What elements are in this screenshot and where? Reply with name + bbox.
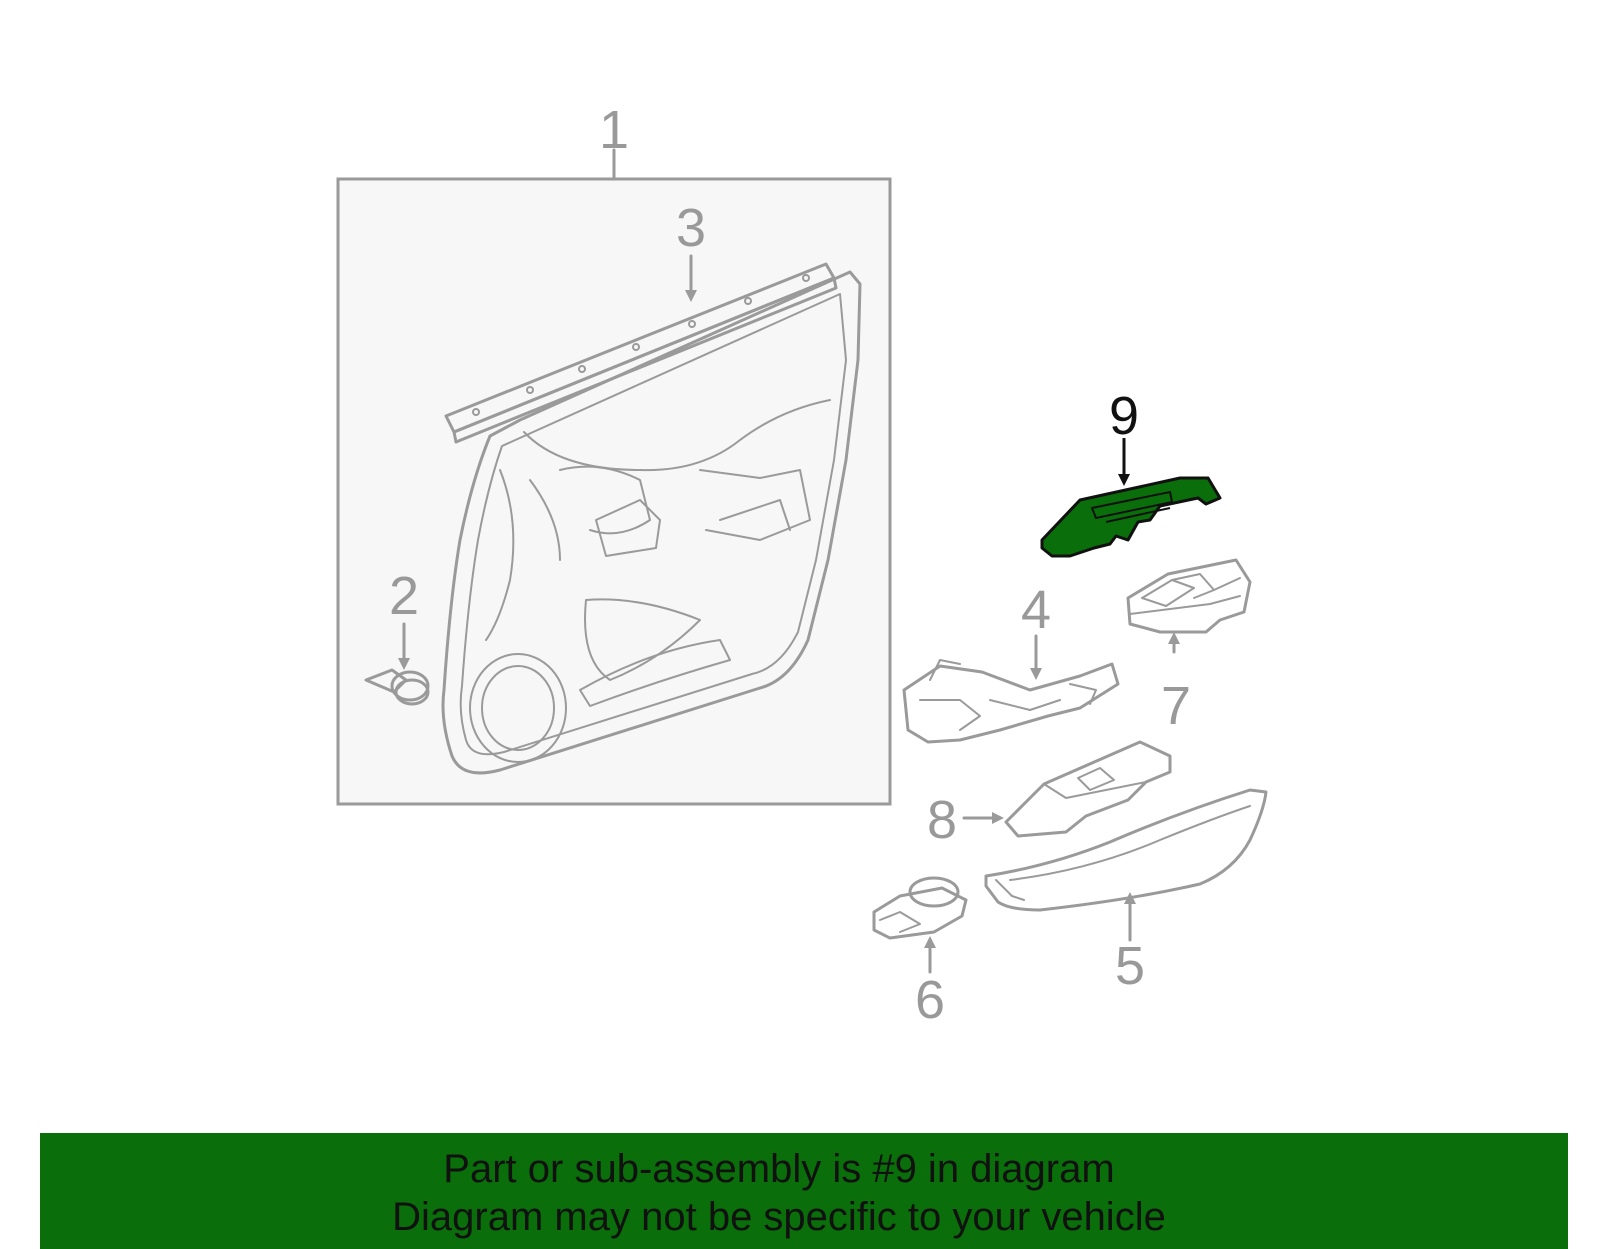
- callout-2: 2: [389, 566, 419, 626]
- callout-9: 9: [1109, 386, 1139, 446]
- callout-6: 6: [915, 970, 945, 1030]
- part-5-armrest: [984, 788, 1268, 912]
- part-6-light: [872, 876, 968, 940]
- callout-5: 5: [1115, 936, 1145, 996]
- part-2-clip: [364, 668, 430, 706]
- callout-1: 1: [599, 100, 629, 160]
- arrow-7: [1168, 632, 1180, 644]
- part-4-bracket: [902, 659, 1120, 744]
- callout-3: 3: [676, 198, 706, 258]
- part-1-door-trim-panel: [441, 270, 862, 775]
- banner-line-2: Diagram may not be specific to your vehi…: [392, 1195, 1166, 1239]
- arrow-3: [685, 290, 697, 302]
- callout-7: 7: [1161, 676, 1191, 736]
- part-9-switch-panel: [1040, 476, 1222, 558]
- banner-line-1: Part or sub-assembly is #9 in diagram: [443, 1147, 1115, 1191]
- arrow-5: [1124, 892, 1136, 904]
- info-banner: Part or sub-assembly is #9 in diagram Di…: [40, 1133, 1568, 1249]
- arrow-2: [398, 658, 410, 670]
- part-7-window-switch: [1126, 558, 1252, 634]
- arrow-6: [924, 936, 936, 948]
- arrow-9: [1118, 474, 1130, 486]
- part-8-switch-bezel: [1004, 740, 1172, 838]
- arrow-8: [992, 812, 1004, 824]
- callout-8: 8: [927, 790, 957, 850]
- callout-4: 4: [1021, 580, 1051, 640]
- door-panel-frame: [336, 177, 892, 806]
- arrow-4: [1030, 668, 1042, 680]
